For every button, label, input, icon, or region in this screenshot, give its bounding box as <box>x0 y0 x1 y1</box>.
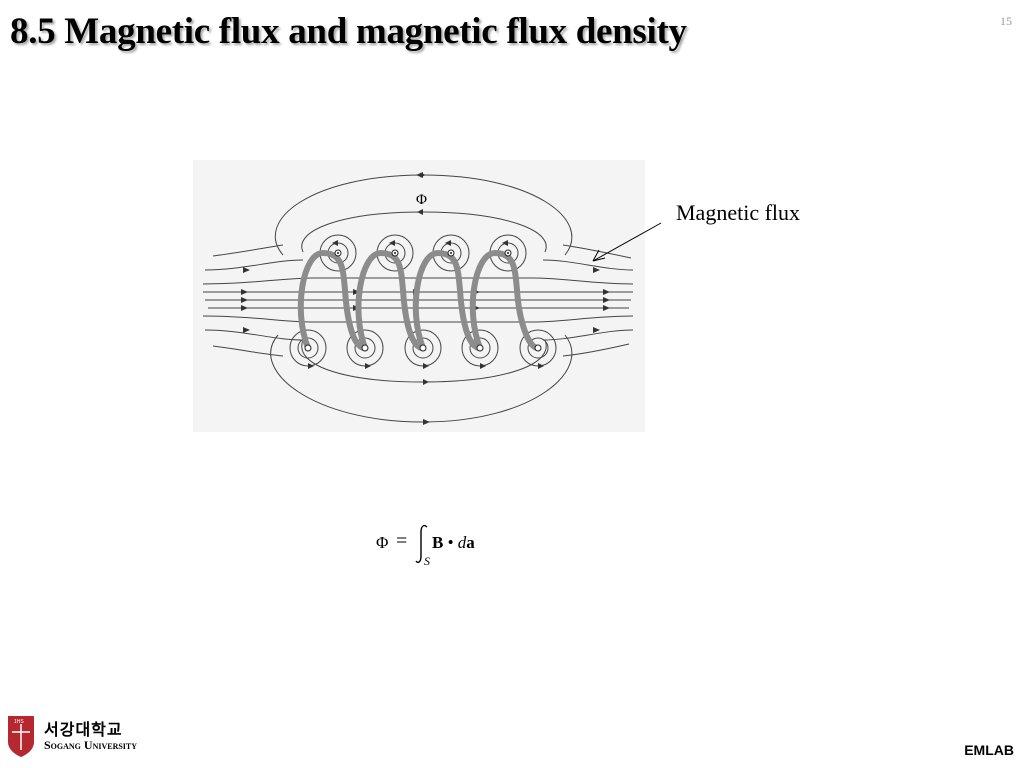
page-number: 15 <box>1000 14 1012 28</box>
university-name-korean: 서강대학교 <box>44 720 123 739</box>
differential-d: d <box>457 533 467 552</box>
pointer-arrow <box>592 222 662 262</box>
integral-subscript: S <box>424 554 430 568</box>
slide-title: 8.5 Magnetic flux and magnetic flux dens… <box>10 11 687 52</box>
shield-icon: 1HS <box>8 716 34 757</box>
integrand: B • da <box>432 533 475 553</box>
logo-mark: 1HS <box>14 719 24 725</box>
vector-b: B <box>432 533 444 552</box>
integral-sign-icon <box>415 524 428 564</box>
vector-a: a <box>466 533 475 552</box>
dot-operator: • <box>443 533 458 552</box>
lab-name: EMLAB <box>964 742 1014 758</box>
flux-integral-equation: Φ = S B • da <box>376 524 506 570</box>
flux-symbol: Φ <box>416 192 427 208</box>
solenoid-field-diagram: Φ <box>193 160 645 432</box>
magnetic-flux-label: Magnetic flux <box>676 200 801 225</box>
equation-equals: = <box>396 530 408 552</box>
equation-phi: Φ <box>376 533 389 552</box>
university-name-english: Sogang University <box>44 738 138 752</box>
university-logo: 1HS 서강대학교 Sogang University <box>6 714 166 762</box>
